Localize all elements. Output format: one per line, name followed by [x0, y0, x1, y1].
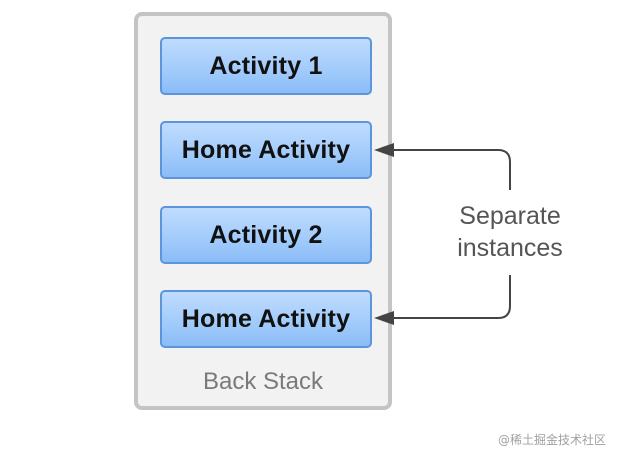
annotation-line-1: Separate: [459, 202, 561, 230]
annotation-line-2: instances: [457, 234, 563, 262]
watermark: @稀土掘金技术社区: [497, 433, 606, 447]
activity-box-home-activity-upper: Home Activity: [160, 121, 372, 179]
activity-label: Home Activity: [181, 304, 351, 333]
separate-instances-annotation: Separate instances: [430, 200, 590, 264]
activity-box-activity-1: Activity 1: [160, 37, 372, 95]
activity-box-activity-2: Activity 2: [160, 206, 372, 264]
back-stack-caption: Back Stack: [202, 368, 324, 395]
arrow-head-lower-icon: [374, 311, 394, 325]
bracket-connector: [392, 149, 511, 319]
activity-label: Activity 2: [209, 220, 323, 249]
activity-box-home-activity-lower: Home Activity: [160, 290, 372, 348]
activity-label: Home Activity: [181, 135, 351, 164]
arrow-head-upper-icon: [374, 143, 394, 157]
activity-label: Activity 1: [209, 51, 323, 80]
